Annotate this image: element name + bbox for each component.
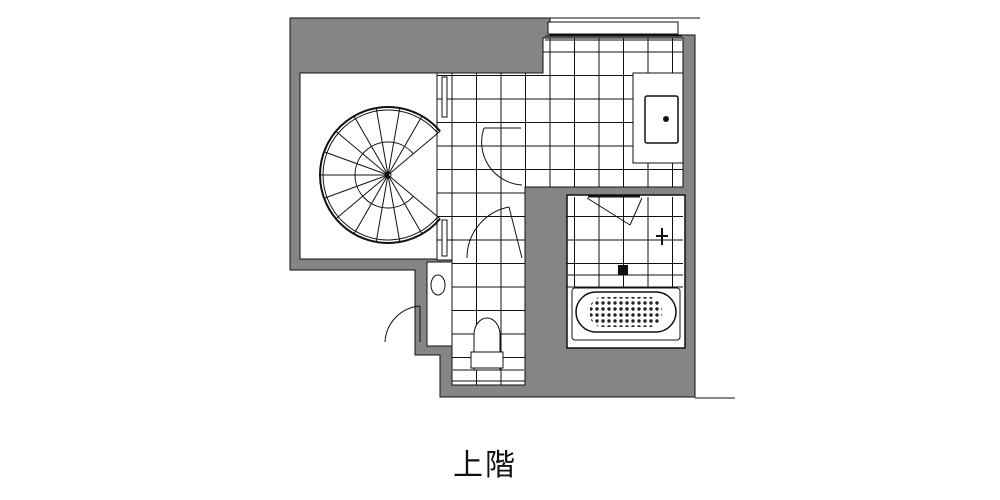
stair-room: [299, 72, 438, 260]
shower-mixer-icon: [656, 228, 668, 245]
wc-tank: [430, 274, 446, 296]
door-swing: [481, 127, 523, 186]
spiral-staircase: [319, 106, 441, 244]
faucet-icon: [663, 116, 669, 122]
doors: [384, 127, 643, 343]
sink: [644, 95, 679, 144]
door-swing: [466, 206, 523, 259]
window: [547, 21, 679, 35]
floor-label: 上階: [453, 448, 517, 483]
drain-icon: [618, 265, 628, 275]
door-swing: [384, 305, 421, 343]
toilet-nook: [426, 261, 453, 347]
door-swing: [586, 197, 643, 226]
